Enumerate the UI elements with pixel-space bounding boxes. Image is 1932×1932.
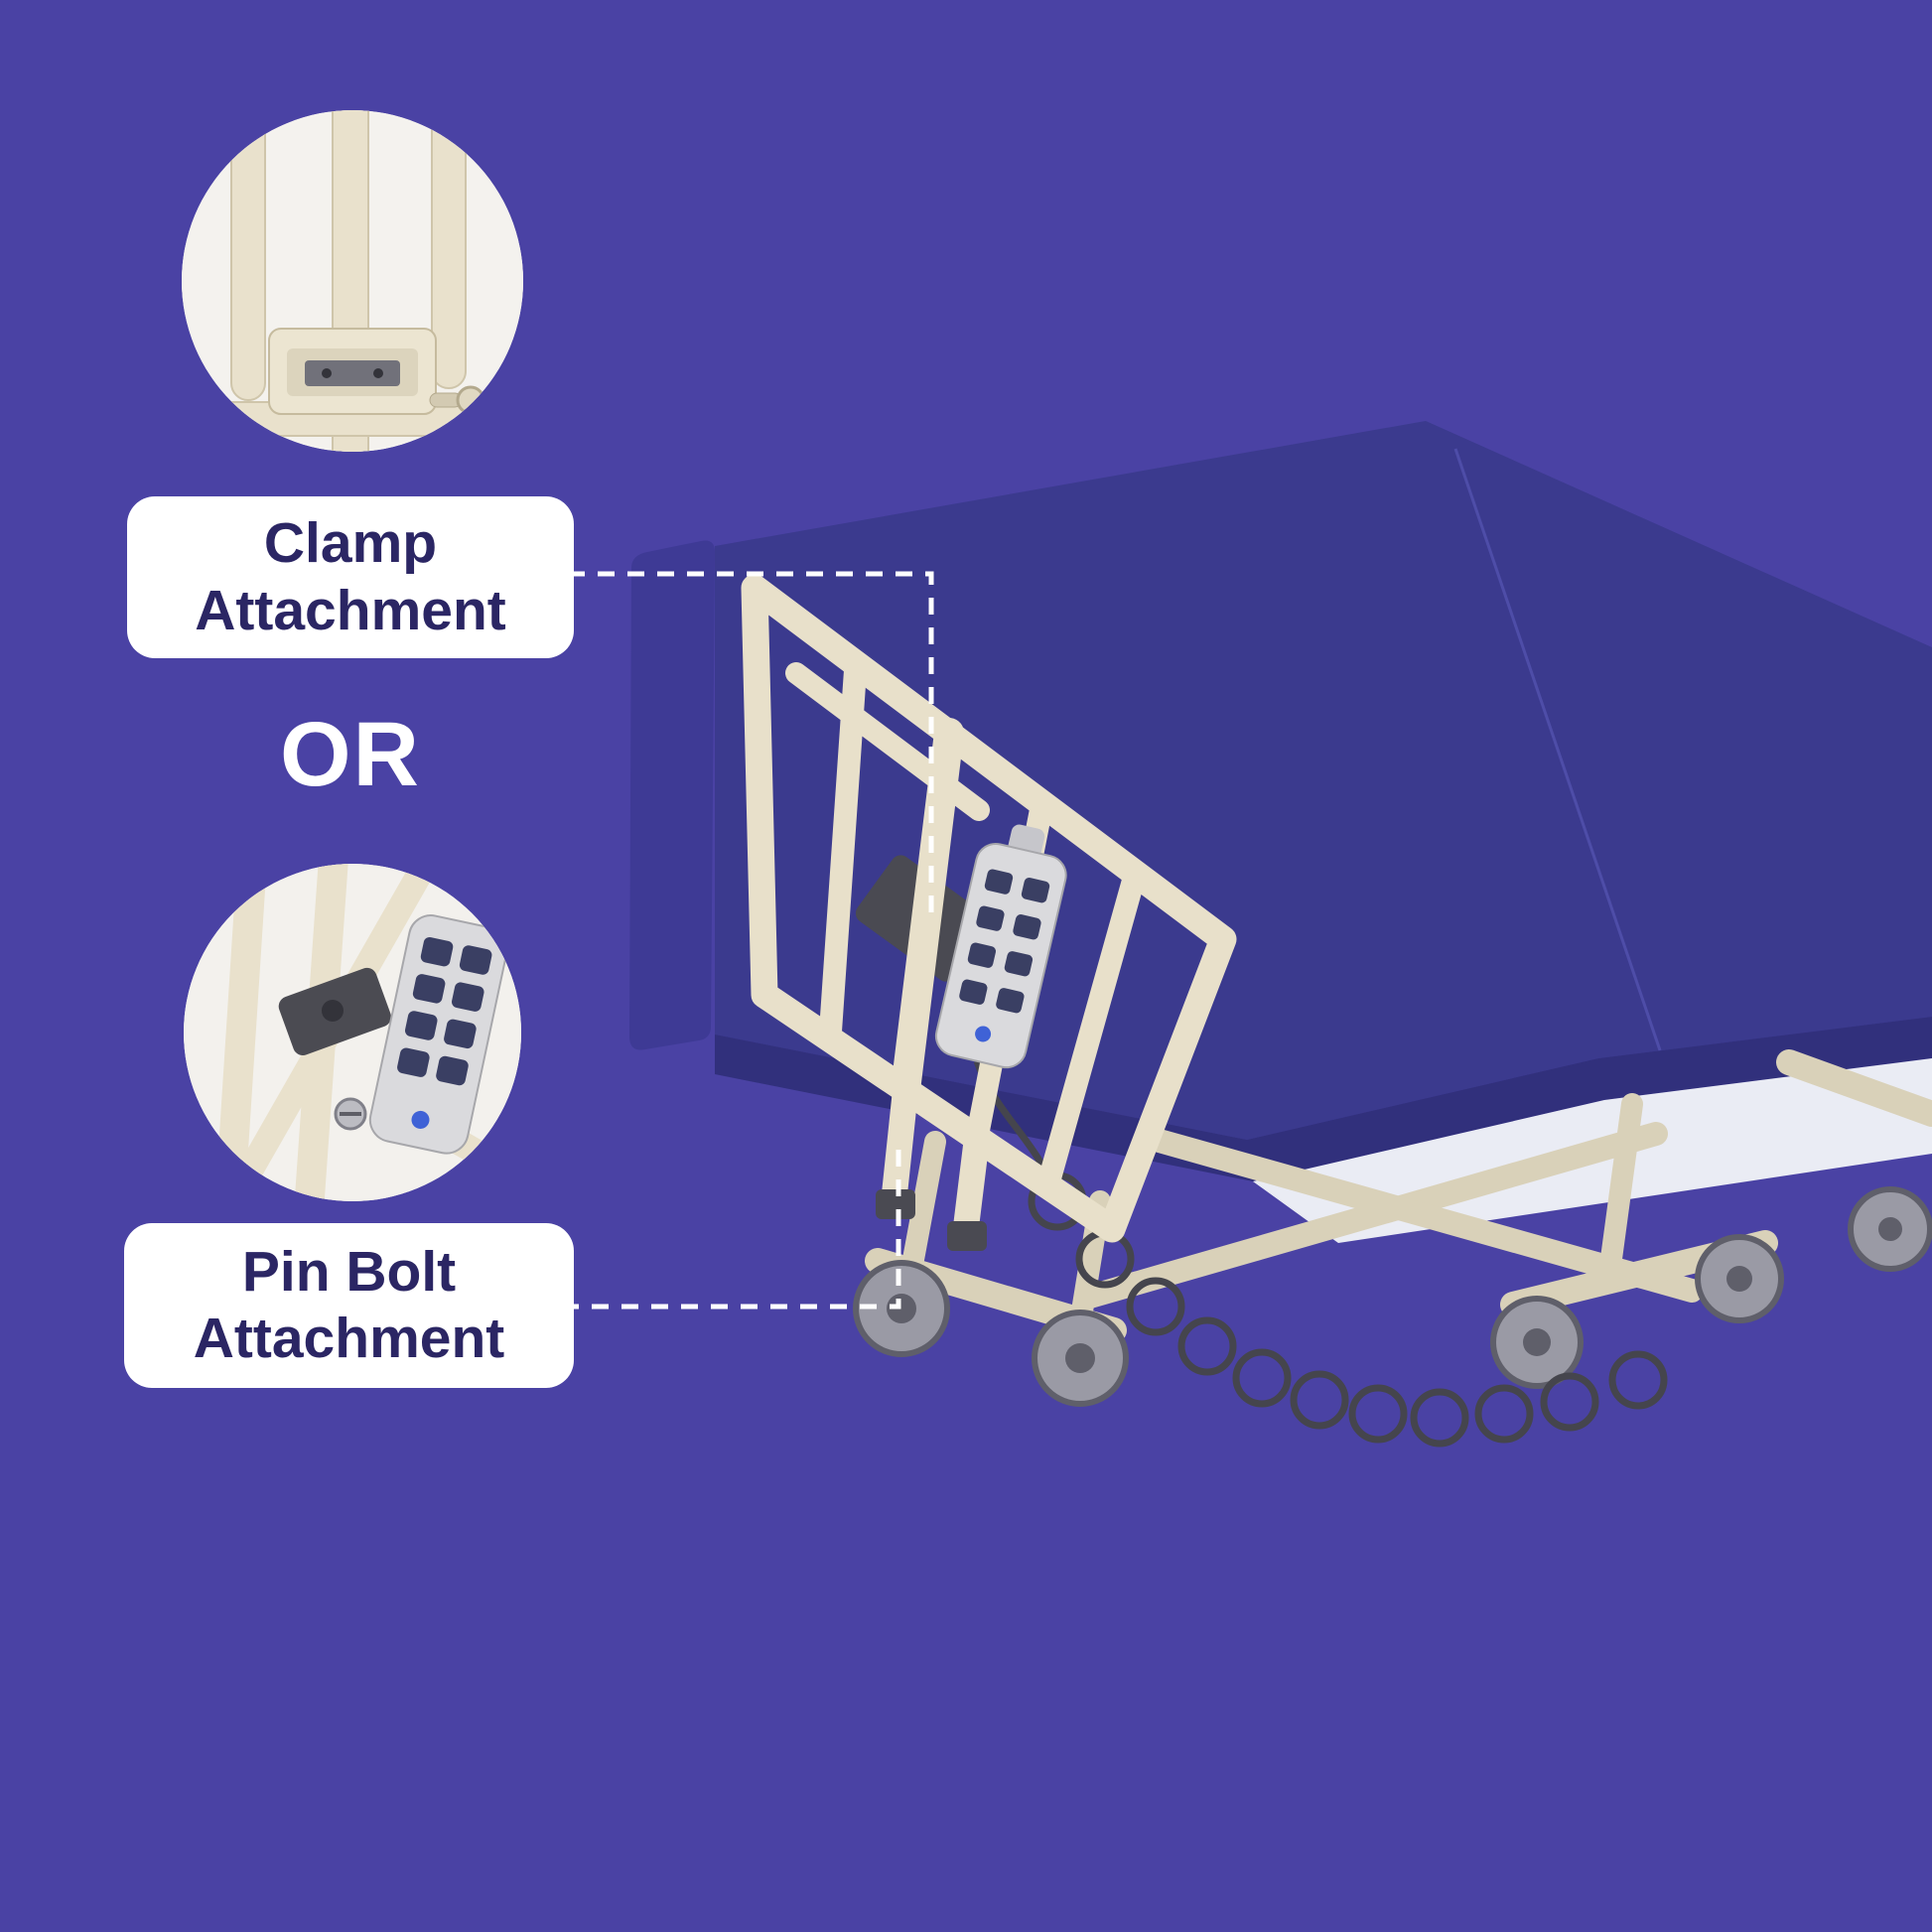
caster-wheel xyxy=(1695,1234,1784,1323)
clamp-attachment-label-text: Clamp Attachment xyxy=(195,511,506,642)
pendant-button xyxy=(996,988,1025,1014)
pin-bolt-closeup-art xyxy=(184,864,521,1201)
pendant-button xyxy=(1013,914,1041,940)
mounting-post xyxy=(952,1125,990,1248)
clamp-closeup-art xyxy=(182,110,523,452)
headboard xyxy=(629,540,715,1050)
clamp-foot xyxy=(876,1189,915,1219)
pendant-button xyxy=(1004,951,1034,977)
base-beam xyxy=(898,1131,946,1292)
pin-bolt-closeup-inset xyxy=(184,864,521,1201)
caster-wheel xyxy=(853,1260,950,1357)
pendant-logo-icon xyxy=(975,1026,992,1042)
or-text: OR xyxy=(280,704,421,805)
caster-wheel xyxy=(1032,1310,1129,1407)
mounting-post xyxy=(881,1077,918,1216)
base-beam xyxy=(1776,1049,1932,1127)
pendant-closeup xyxy=(368,914,508,1155)
clamp-closeup-inset xyxy=(182,110,523,452)
pendant-button xyxy=(984,869,1014,895)
lift-arm xyxy=(1078,1122,1668,1309)
base-beam xyxy=(1597,1093,1643,1292)
pin-bolt-attachment-label: Pin Bolt Attachment xyxy=(124,1223,574,1388)
pin-bolt-attachment-label-text: Pin Bolt Attachment xyxy=(193,1239,505,1370)
caster-wheel xyxy=(1490,1296,1584,1389)
pendant-button xyxy=(1021,878,1050,903)
pendant-control xyxy=(934,824,1067,1069)
pendant-button xyxy=(967,942,997,968)
caster-wheel xyxy=(1848,1186,1932,1272)
pendant-button xyxy=(959,979,988,1005)
pivot-mechanism xyxy=(278,967,391,1056)
clamp-foot xyxy=(947,1221,987,1251)
pin-bolt xyxy=(334,1097,367,1131)
pendant-button xyxy=(976,905,1005,931)
pendant-logo-icon xyxy=(411,1110,430,1129)
rail-spindle xyxy=(1036,860,1148,1195)
clamp-attachment-label: Clamp Attachment xyxy=(127,496,574,658)
